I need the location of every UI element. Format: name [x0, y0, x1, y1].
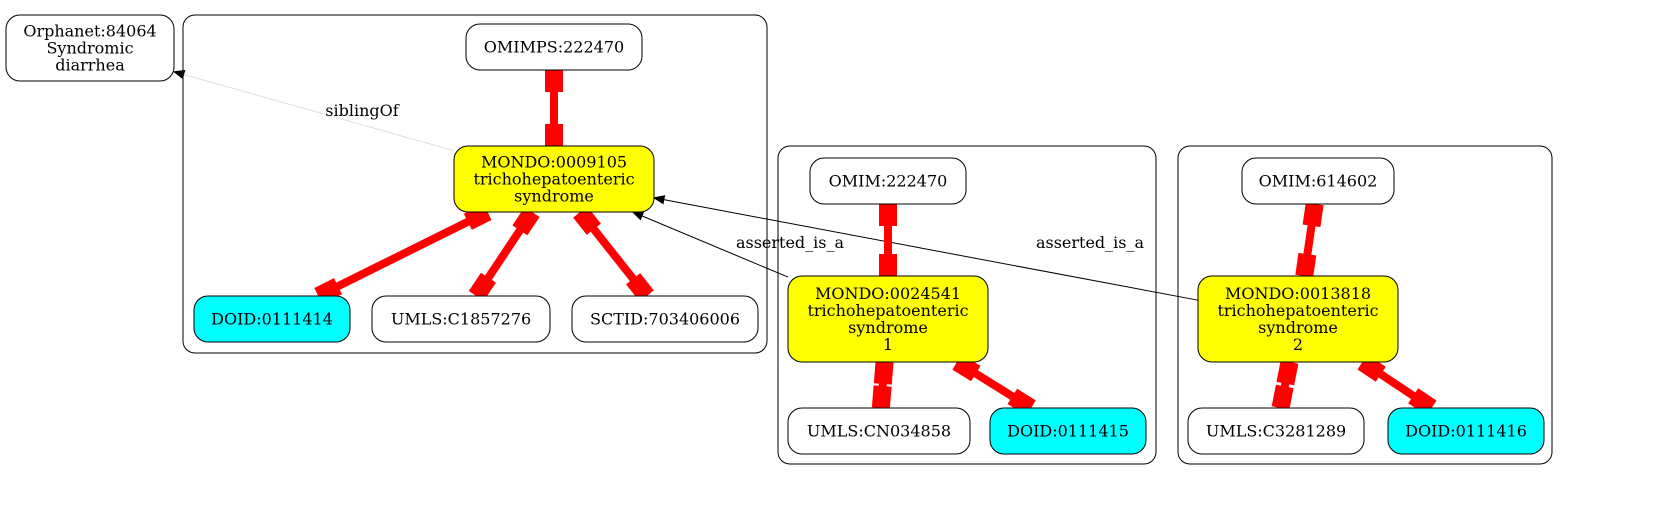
edge-label: asserted_is_a — [1036, 233, 1145, 252]
edge-mondo24541-mondo9105: asserted_is_a — [631, 211, 845, 278]
edge-mondo9105-umls276 — [468, 207, 540, 301]
node-box — [989, 407, 1147, 455]
equivalence-edge-endcap — [873, 361, 894, 385]
node-box — [1387, 407, 1545, 455]
cluster-mondo-0009105 — [182, 14, 768, 354]
node-doid416[interactable]: DOID:0111416 — [1387, 407, 1545, 455]
node-label-line: Orphanet:84064 — [23, 22, 156, 41]
equivalence-edge-endcap — [468, 272, 496, 301]
node-label-line: Syndromic — [46, 39, 133, 58]
node-box — [193, 295, 351, 343]
equivalence-edge-endcap — [1295, 252, 1317, 278]
equivalence-edge-line — [316, 208, 490, 300]
arrowhead — [631, 211, 645, 221]
arrow-edge-line — [183, 74, 455, 152]
node-label-line: UMLS:C1857276 — [391, 310, 531, 329]
equivalence-edge-endcap — [573, 206, 601, 235]
node-label-line: syndrome — [1258, 318, 1338, 337]
node-label-line: UMLS:C3281289 — [1206, 422, 1346, 441]
node-box — [787, 407, 971, 455]
equivalence-edge-endcap — [1302, 202, 1324, 228]
node-label-line: SCTID:703406006 — [590, 310, 740, 329]
edge-omimps-mondo9105 — [545, 70, 563, 146]
node-label-line: diarrhea — [55, 56, 125, 75]
equivalence-edge-endcap — [879, 254, 897, 276]
node-label-line: OMIMPS:222470 — [484, 38, 624, 57]
node-label-line: MONDO:0009105 — [481, 153, 627, 172]
node-box — [571, 295, 759, 343]
node-box — [1187, 407, 1365, 455]
edge-mondo9105-doid414 — [314, 203, 492, 305]
cluster-mondo-0024541 — [777, 145, 1157, 465]
equivalence-edge-endcap — [871, 385, 892, 409]
node-label-line: trichohepatoenteric — [807, 301, 968, 320]
equivalence-edge-endcap — [545, 124, 563, 146]
cluster-mondo-0013818 — [1177, 145, 1553, 465]
node-label-line: DOID:0111414 — [211, 310, 333, 329]
node-label-line: MONDO:0013818 — [1225, 284, 1371, 303]
edge-mondo13818-doid416 — [1357, 354, 1437, 416]
node-box — [453, 145, 655, 213]
node-label-line: UMLS:CN034858 — [807, 422, 951, 441]
equivalence-edge-endcap — [1276, 360, 1299, 386]
edge-mondo24541-umlscn — [871, 361, 894, 409]
node-label-line: OMIM:222470 — [829, 172, 948, 191]
node-label-line: DOID:0111415 — [1007, 422, 1129, 441]
node-label-line: 2 — [1293, 335, 1303, 354]
clusters — [182, 14, 1553, 465]
equivalence-edge-endcap — [512, 207, 540, 236]
node-label-line: trichohepatoenteric — [473, 170, 634, 189]
equivalence-edge-endcap — [1271, 384, 1294, 410]
edges: siblingOf asserted_is_a asserted_is_a — [172, 70, 1437, 416]
node-umls276[interactable]: UMLS:C1857276 — [371, 295, 551, 343]
node-doid414[interactable]: DOID:0111414 — [193, 295, 351, 343]
edge-mondo9105-orphanet: siblingOf — [172, 70, 455, 152]
node-label-line: trichohepatoenteric — [1217, 301, 1378, 320]
node-sctid[interactable]: SCTID:703406006 — [571, 295, 759, 343]
edge-mondo9105-sctid — [573, 206, 654, 302]
equivalence-edge-endcap — [626, 273, 654, 302]
node-box — [465, 23, 643, 71]
node-umlscn[interactable]: UMLS:CN034858 — [787, 407, 971, 455]
node-label-line: syndrome — [848, 318, 928, 337]
node-label-line: syndrome — [514, 187, 594, 206]
edge-mondo13818-umls289 — [1271, 360, 1299, 410]
edge-omim614-mondo13818 — [1295, 202, 1324, 278]
node-label-line: 1 — [883, 335, 893, 354]
arrowhead — [652, 195, 666, 205]
node-label-line: MONDO:0024541 — [815, 284, 961, 303]
node-box — [5, 14, 175, 82]
edge-mondo13818-mondo9105: asserted_is_a — [652, 195, 1199, 301]
edge-label: siblingOf — [325, 101, 399, 120]
equivalence-edge-endcap — [545, 70, 563, 92]
arrow-edge-line — [641, 215, 789, 278]
node-box — [371, 295, 551, 343]
edge-mondo24541-doid415 — [952, 354, 1036, 416]
arrow-edge-line — [663, 199, 1199, 301]
node-doid415[interactable]: DOID:0111415 — [989, 407, 1147, 455]
edge-omim222-mondo24541 — [879, 204, 897, 276]
node-omim222[interactable]: OMIM:222470 — [809, 157, 967, 205]
node-label-line: DOID:0111416 — [1405, 422, 1527, 441]
node-omimps[interactable]: OMIMPS:222470 — [465, 23, 643, 71]
node-omim614[interactable]: OMIM:614602 — [1241, 157, 1395, 205]
node-umls289[interactable]: UMLS:C3281289 — [1187, 407, 1365, 455]
node-box — [787, 275, 989, 363]
edge-label: asserted_is_a — [736, 233, 845, 252]
node-mondo13818[interactable]: MONDO:0013818trichohepatoentericsyndrome… — [1197, 275, 1399, 363]
node-mondo24541[interactable]: MONDO:0024541trichohepatoentericsyndrome… — [787, 275, 989, 363]
node-box — [809, 157, 967, 205]
equivalence-edge-endcap — [879, 204, 897, 226]
node-label-line: OMIM:614602 — [1259, 172, 1378, 191]
node-box — [1241, 157, 1395, 205]
arrowhead — [172, 70, 186, 80]
node-box — [1197, 275, 1399, 363]
